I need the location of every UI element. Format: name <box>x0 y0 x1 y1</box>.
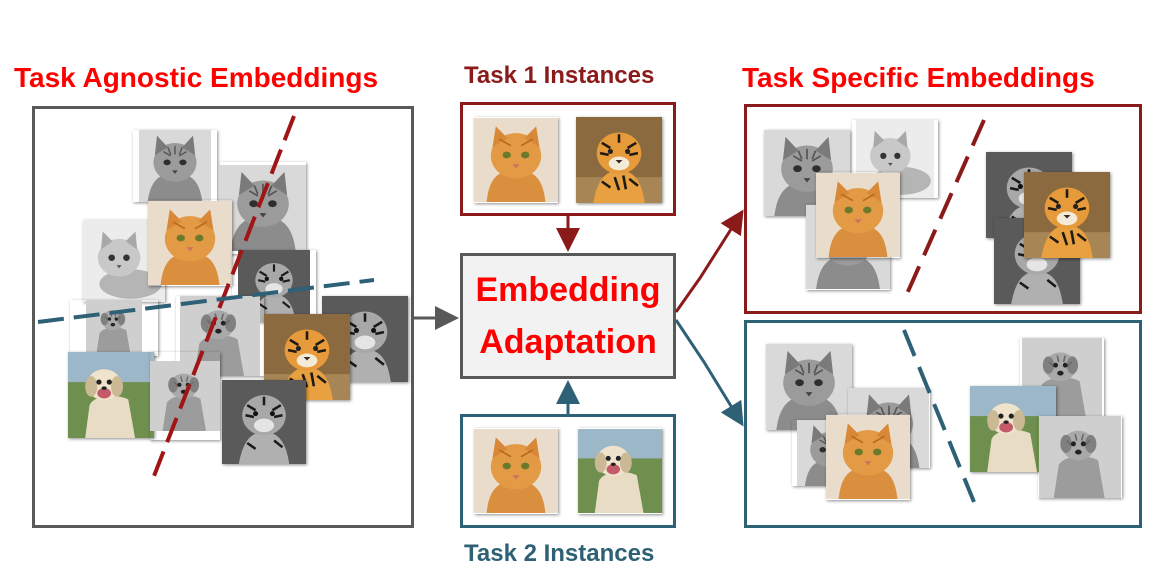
adaptation-line-2: Adaptation <box>479 323 657 361</box>
task-agnostic-title: Task Agnostic Embeddings <box>14 62 379 93</box>
adaptation-to-task1-arrow <box>674 209 744 313</box>
dog-color-icon <box>578 428 662 514</box>
adaptation-to-task2-arrow <box>674 319 744 427</box>
task1-title: Task 1 Instances <box>464 62 655 89</box>
dog-gray-icon <box>70 300 158 356</box>
dog-color-icon <box>68 352 154 438</box>
cat-orange-icon <box>148 200 232 286</box>
cat-gray-icon <box>220 162 306 254</box>
tiger-color-icon <box>576 117 662 203</box>
embedding-adaptation-box: Embedding Adaptation <box>460 253 676 379</box>
task2-title: Task 2 Instances <box>464 540 655 567</box>
adaptation-line-1: Embedding <box>475 271 661 309</box>
cat-gray-icon <box>133 130 217 202</box>
cat-orange-icon <box>474 428 558 514</box>
dog-gray-icon <box>150 352 220 440</box>
tiger-gray-icon <box>222 380 306 464</box>
tiger-color-icon <box>1024 172 1110 258</box>
cat-orange-icon <box>474 117 558 203</box>
cat-orange-icon <box>816 172 900 258</box>
task-specific-title: Task Specific Embeddings <box>742 62 1095 93</box>
cat-orange-icon <box>826 414 910 500</box>
dog-gray-icon <box>1038 416 1122 498</box>
